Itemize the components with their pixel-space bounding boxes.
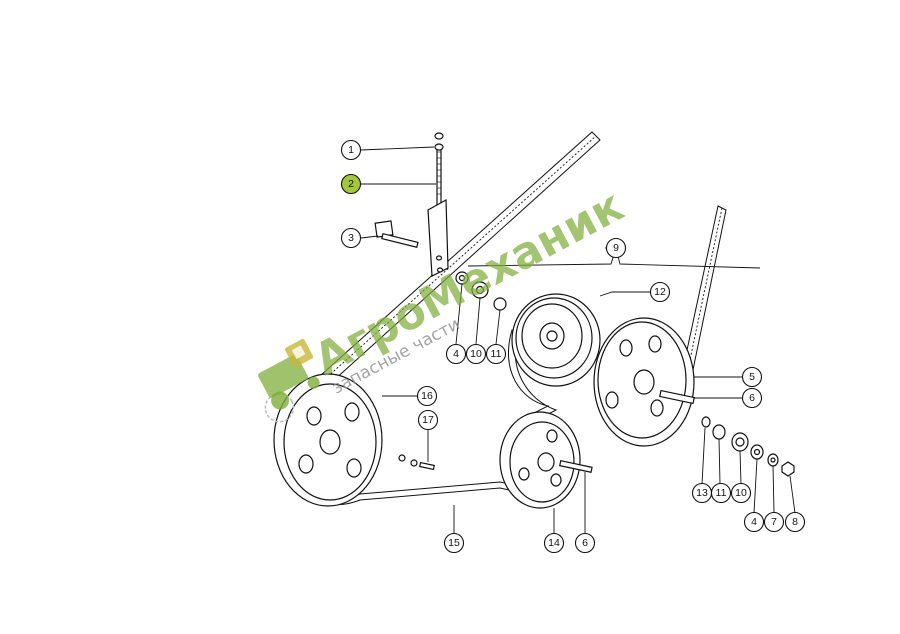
pulley-14 [499,411,593,509]
callout-9-label: 9 [613,242,619,254]
hub-hardware-stack [701,416,795,477]
callout-15-label: 15 [448,537,460,549]
tractor-icon [258,338,320,423]
pulley-12 [511,293,601,387]
callout-10-bottom[interactable]: 10 [730,482,752,504]
callout-17-label: 17 [422,414,434,426]
callout-10-top[interactable]: 10 [465,343,487,365]
callout-16-label: 16 [421,390,433,402]
callout-13-label: 13 [696,487,708,499]
callout-11-top-label: 11 [491,348,502,360]
callout-6-bottom[interactable]: 6 [574,532,596,554]
callout-11-top[interactable]: 11 [485,343,507,365]
callout-12-label: 12 [654,286,666,298]
callout-4-bottom-label: 4 [751,516,757,528]
callout-16[interactable]: 16 [416,385,438,407]
callout-8[interactable]: 8 [784,511,806,533]
callout-11-bottom[interactable]: 11 [710,482,732,504]
callout-4-top-label: 4 [453,348,459,360]
callout-3-label: 3 [348,232,354,244]
callout-11-bottom-label: 11 [716,487,727,499]
callout-6-right[interactable]: 6 [741,387,763,409]
callout-12[interactable]: 12 [649,281,671,303]
callout-14-label: 14 [548,537,560,549]
callout-5-label: 5 [749,371,755,383]
pulley-5 [593,317,695,447]
callout-15[interactable]: 15 [443,532,465,554]
callout-2[interactable]: 2 [340,173,362,195]
callout-4-top[interactable]: 4 [445,343,467,365]
callout-1[interactable]: 1 [340,139,362,161]
callout-3[interactable]: 3 [340,227,362,249]
callout-17[interactable]: 17 [417,409,439,431]
callout-5[interactable]: 5 [741,366,763,388]
callout-14[interactable]: 14 [543,532,565,554]
pulley-16 [273,373,435,507]
callout-1-label: 1 [348,144,354,156]
callout-8-label: 8 [792,516,798,528]
callout-10-bottom-label: 10 [735,487,747,499]
callout-6-bottom-label: 6 [582,537,588,549]
callout-4-bottom[interactable]: 4 [743,511,765,533]
callout-6-right-label: 6 [749,392,755,404]
callout-2-label: 2 [348,178,354,190]
callout-7[interactable]: 7 [763,511,785,533]
callout-10-top-label: 10 [470,348,482,360]
callout-7-label: 7 [771,516,777,528]
tensioner-assembly [374,132,507,311]
callout-13[interactable]: 13 [691,482,713,504]
callout-9[interactable]: 9 [605,237,627,259]
